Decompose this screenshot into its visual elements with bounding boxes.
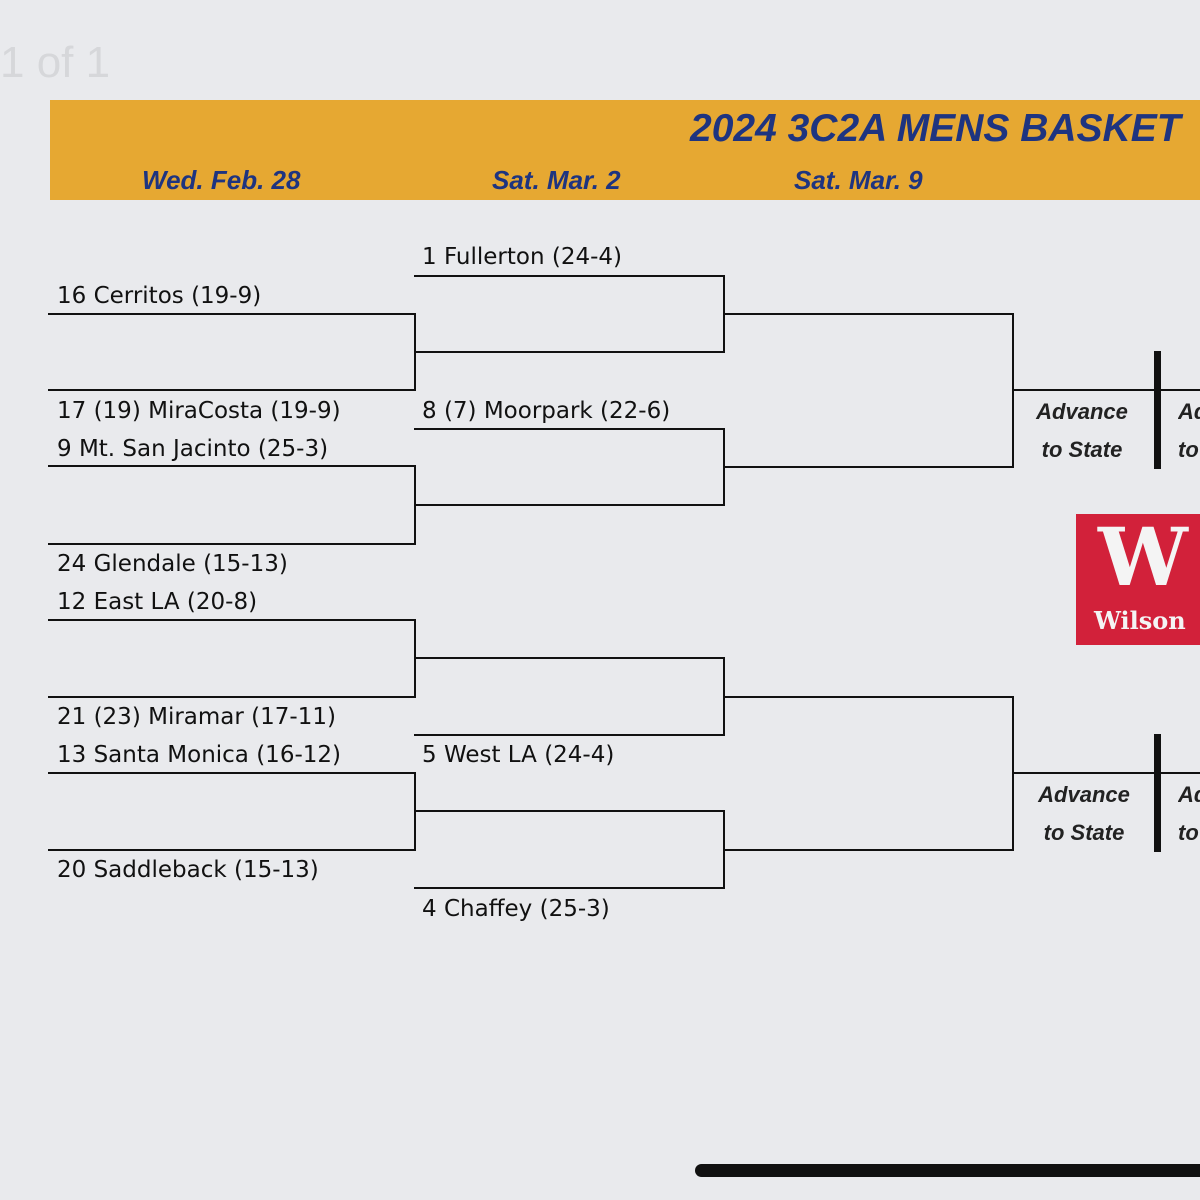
page-indicator: 1 of 1 <box>0 38 111 87</box>
advance-line2: to State <box>1043 820 1125 845</box>
round1-date: Wed. Feb. 28 <box>142 165 301 195</box>
horizontal-scrollbar[interactable] <box>695 1164 1200 1177</box>
bracket-line <box>723 849 1014 851</box>
wilson-logo: W Wilson <box>1076 514 1200 645</box>
advance-line1: Advance <box>1038 782 1130 807</box>
team-glendale: 24 Glendale (15-13) <box>57 551 288 577</box>
advance-clip2: to <box>1178 437 1199 462</box>
team-fullerton: 1 Fullerton (24-4) <box>422 244 623 270</box>
bracket-line <box>48 313 416 315</box>
advance-clip1: Ad <box>1178 782 1200 807</box>
advance-clip1: Ad <box>1178 399 1200 424</box>
bracket-line <box>414 810 725 812</box>
bracket-line <box>48 619 416 621</box>
team-miracosta: 17 (19) MiraCosta (19-9) <box>57 398 341 424</box>
bracket-line <box>48 696 416 698</box>
bracket-line <box>414 734 725 736</box>
bracket-line <box>48 543 416 545</box>
bracket-line <box>48 849 416 851</box>
team-mt-san-jacinto: 9 Mt. San Jacinto (25-3) <box>57 436 329 462</box>
team-cerritos: 16 Cerritos (19-9) <box>57 283 262 309</box>
bracket-line <box>48 772 416 774</box>
divider <box>1154 734 1161 852</box>
logo-letter: W <box>1098 514 1188 604</box>
team-chaffey: 4 Chaffey (25-3) <box>422 896 610 922</box>
bracket-line <box>414 657 725 659</box>
bracket-line <box>723 696 1014 698</box>
bracket-line <box>1012 772 1200 774</box>
round2-date: Sat. Mar. 2 <box>492 165 621 195</box>
bracket-line <box>48 465 416 467</box>
team-west-la: 5 West LA (24-4) <box>422 742 615 768</box>
team-miramar: 21 (23) Miramar (17-11) <box>57 704 336 730</box>
bracket-line <box>414 428 725 430</box>
header-band <box>50 100 1200 200</box>
bracket-line <box>414 275 725 277</box>
bracket-line <box>414 351 725 353</box>
bracket-line <box>414 887 725 889</box>
team-moorpark: 8 (7) Moorpark (22-6) <box>422 398 671 424</box>
advance-line2: to State <box>1041 437 1123 462</box>
bracket-line <box>414 504 725 506</box>
team-saddleback: 20 Saddleback (15-13) <box>57 857 319 883</box>
team-santa-monica: 13 Santa Monica (16-12) <box>57 742 341 768</box>
bracket-title: 2024 3C2A MENS BASKET <box>690 107 1181 150</box>
advance-line1: Advance <box>1036 399 1128 424</box>
bracket-line <box>723 313 1014 315</box>
bracket-line <box>48 389 416 391</box>
advance-clip2: to <box>1178 820 1199 845</box>
team-east-la: 12 East LA (20-8) <box>57 589 258 615</box>
advance-to-state-bottom: Advance to State <box>1024 776 1144 852</box>
bracket-line <box>1012 389 1200 391</box>
bracket-line <box>723 466 1014 468</box>
round3-date: Sat. Mar. 9 <box>794 165 923 195</box>
advance-clipped-bottom: Ad to <box>1178 776 1200 852</box>
divider <box>1154 351 1161 469</box>
logo-name: Wilson <box>1094 606 1186 635</box>
advance-to-state-top: Advance to State <box>1022 393 1142 469</box>
advance-clipped-top: Ad to <box>1178 393 1200 469</box>
